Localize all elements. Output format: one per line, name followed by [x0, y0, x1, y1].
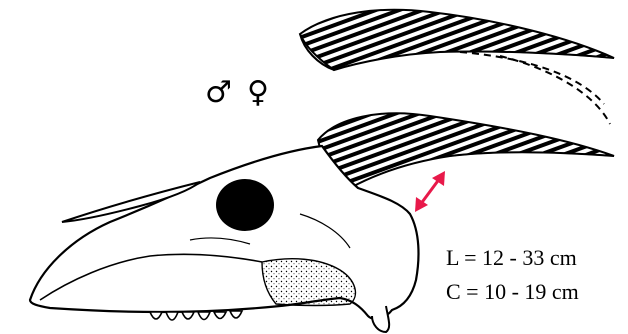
- measurement-arrow: [415, 171, 445, 212]
- male-symbol: ♂: [205, 78, 232, 108]
- length-measurement: L = 12 - 33 cm: [446, 247, 577, 269]
- skull-horn: [318, 113, 614, 188]
- detached-horn: [300, 10, 614, 70]
- horn-curve-variation: [460, 52, 610, 124]
- female-symbol: ♀: [247, 78, 269, 108]
- circumference-measurement: C = 10 - 19 cm: [446, 281, 579, 303]
